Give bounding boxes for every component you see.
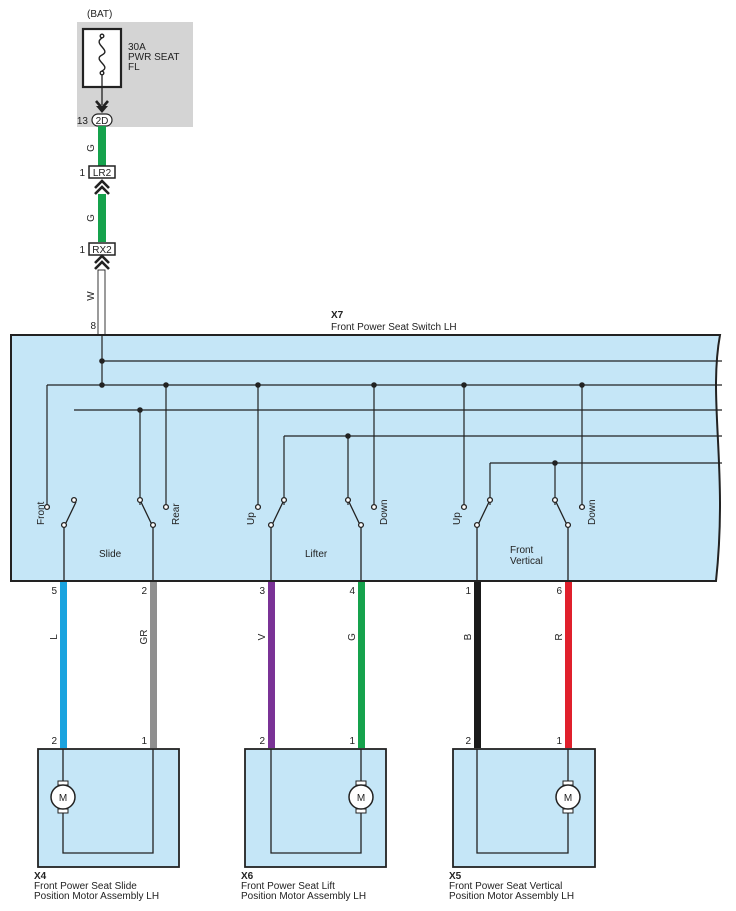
motor-code: X6 (241, 871, 254, 882)
wire-l (60, 582, 67, 748)
switch-module: X7 Front Power Seat Switch LH (10, 310, 722, 584)
motor-name-line2: Position Motor Assembly LH (241, 891, 366, 902)
fuse-rating: 30A (128, 42, 146, 53)
junction-rx2-pin: 1 (79, 245, 85, 256)
motor-pin-right: 1 (141, 736, 147, 747)
motor-pin-right: 1 (556, 736, 562, 747)
wire-r (565, 582, 572, 748)
motor-x6: 2 1 M X6 Front Power Seat Lift Position … (241, 736, 387, 902)
fuse-source-label: (BAT) (87, 9, 112, 20)
motor-code: X5 (449, 871, 462, 882)
wire-color-label: B (463, 633, 474, 640)
connector-2d-label: 2D (96, 116, 109, 127)
motor-symbol: M (564, 793, 572, 804)
motor-name-line2: Position Motor Assembly LH (449, 891, 574, 902)
connector-arrow-icon (96, 106, 108, 113)
slide-front-label: Front (36, 501, 47, 525)
motor-pin-right: 1 (349, 736, 355, 747)
wire-w-label: W (86, 291, 97, 301)
junction-lr2-pin: 1 (79, 168, 85, 179)
motor-code: X4 (34, 871, 47, 882)
fuse-name-line2: FL (128, 62, 140, 73)
vertical-up-label: Up (452, 512, 463, 525)
wire-color-label: R (554, 633, 565, 640)
motor-icon (555, 784, 581, 810)
motor-symbol: M (59, 793, 67, 804)
junction-rx2-label: RX2 (92, 245, 112, 256)
lifter-group-name: Lifter (305, 549, 328, 560)
motor-symbol: M (357, 793, 365, 804)
motor-circuit (476, 749, 569, 854)
wire-color-label: GR (139, 630, 150, 645)
switch-input-pin: 8 (90, 321, 96, 332)
motor-icon (348, 784, 374, 810)
switch-bus (46, 335, 722, 505)
feed-wires: G LR2 1 G RX2 1 W 8 (79, 126, 116, 336)
connector-2d-pin: 13 (77, 116, 89, 127)
wire-g-lower-label: G (86, 214, 97, 222)
junction-rx2-chevron-icon (94, 254, 110, 270)
switch-code: X7 (331, 310, 344, 321)
switch-name: Front Power Seat Switch LH (331, 322, 457, 333)
switch-blades (43, 496, 586, 584)
motor-name-line1: Front Power Seat Vertical (449, 881, 562, 892)
wire-gr (150, 582, 157, 748)
motor-pin-left: 2 (51, 736, 57, 747)
slide-rear-label: Rear (171, 503, 182, 525)
lifter-up-label: Up (246, 512, 257, 525)
motor-x4: 2 1 M X4 Front Power Seat Slide Position… (34, 736, 180, 902)
wire-g-output (358, 582, 365, 748)
motor-x5: 2 1 M X5 Front Power Seat Vertical Posit… (449, 736, 596, 902)
pin-label: 6 (556, 586, 562, 597)
pin-label: 4 (349, 586, 355, 597)
junction-lr2-tag (88, 165, 116, 179)
wire-color-label: V (257, 633, 268, 640)
bus-junction-dots (99, 358, 585, 466)
wire-color-label: G (347, 633, 358, 641)
junction-lr2-chevron-icon (94, 179, 110, 195)
fuse-block: (BAT) 30A PWR SEAT FL 2D 13 (77, 9, 193, 127)
fuse-name-line1: PWR SEAT (128, 52, 179, 63)
lifter-down-label: Down (379, 499, 390, 525)
motor-circuit (270, 749, 362, 854)
motor-name-line1: Front Power Seat Slide (34, 881, 137, 892)
pin-label: 5 (51, 586, 57, 597)
output-wires: 5 2 3 4 1 6 L GR V G B R (49, 582, 572, 748)
switch-outline (10, 334, 722, 582)
wire-color-label: L (49, 634, 60, 640)
wire-g-lower (98, 194, 106, 242)
wire-v (268, 582, 275, 748)
wire-b (474, 582, 481, 748)
pin-label: 1 (465, 586, 471, 597)
wire-g-upper (98, 126, 106, 166)
junction-lr2-label: LR2 (93, 168, 112, 179)
vertical-down-label: Down (587, 499, 598, 525)
motor-icon (50, 784, 76, 810)
motor-pin-left: 2 (465, 736, 471, 747)
motor-name-line1: Front Power Seat Lift (241, 881, 335, 892)
vertical-group-name-line1: Front (510, 545, 534, 556)
slide-group-name: Slide (99, 549, 122, 560)
vertical-group-name-line2: Vertical (510, 556, 543, 567)
wire-w (97, 269, 106, 336)
motor-circuit (62, 749, 154, 854)
motor-pin-left: 2 (259, 736, 265, 747)
fuse-icon (98, 33, 106, 76)
wire-g-upper-label: G (86, 144, 97, 152)
pin-label: 2 (141, 586, 147, 597)
motor-name-line2: Position Motor Assembly LH (34, 891, 159, 902)
pin-label: 3 (259, 586, 265, 597)
